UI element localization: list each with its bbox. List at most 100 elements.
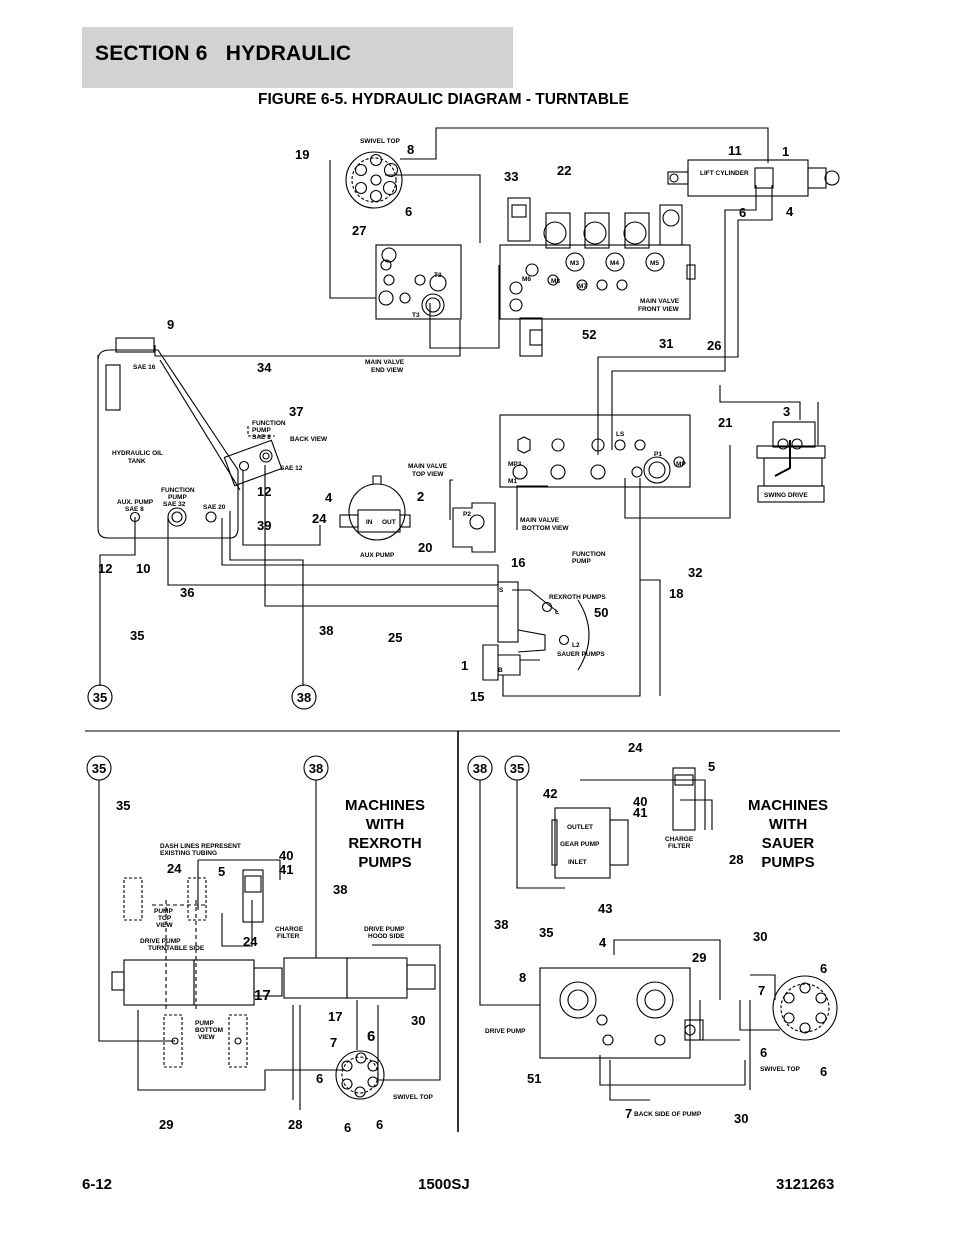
charge-filter-left-l1: CHARGE [275, 926, 304, 933]
main-valve-top-view [452, 502, 496, 553]
callout-6: 6 [405, 204, 412, 219]
oil-tank-sublabel: TANK [128, 458, 146, 465]
callout-10: 10 [136, 561, 150, 576]
callout-27: 27 [352, 223, 366, 238]
callout-6: 6 [760, 1045, 767, 1060]
pump-bottom-view-l1: PUMP [195, 1020, 214, 1027]
callout-19: 19 [295, 147, 309, 162]
callout-25: 25 [388, 630, 402, 645]
footer-page-number: 6-12 [82, 1176, 113, 1193]
aux-pump-label: AUX PUMP [360, 552, 395, 559]
drive-pump-hood-l1: DRIVE PUMP [364, 926, 405, 933]
callout-24: 24 [628, 740, 643, 755]
callout-33: 33 [504, 169, 518, 184]
aux-out-label: OUT [382, 519, 396, 526]
ref-circle-38: 38 [309, 761, 323, 776]
callout-42: 42 [543, 786, 557, 801]
aux-pump-sae8-l1: AUX. PUMP [117, 499, 154, 506]
callout-6: 6 [376, 1117, 383, 1132]
main-valve-front-label: MAIN VALVE [640, 298, 680, 305]
port-m5: M5 [650, 260, 659, 267]
pump-bottom-view-l2: BOTTOM [195, 1027, 223, 1034]
sauer-pumps-label: SAUER PUMPS [557, 651, 605, 658]
ref-circle-35: 35 [510, 761, 524, 776]
callout-32: 32 [688, 565, 702, 580]
callout-11: 11 [728, 143, 742, 158]
callout-30: 30 [734, 1111, 748, 1126]
outlet-label: OUTLET [567, 824, 593, 831]
inlet-label: INLET [568, 859, 587, 866]
main-valve-bottom-label: MAIN VALVE [520, 517, 560, 524]
sauer-pump-assembly [539, 767, 838, 1059]
callout-6: 6 [820, 1064, 827, 1079]
function-pump-back-view [223, 426, 283, 487]
port-mp: MP [676, 461, 686, 468]
callout-15: 15 [470, 689, 484, 704]
callout-39: 39 [257, 518, 271, 533]
callout-5: 5 [218, 864, 225, 879]
drive-pump-turntable-l1: DRIVE PUMP [140, 938, 181, 945]
sae12-label: SAE 12 [280, 465, 303, 472]
callout-34: 34 [257, 360, 272, 375]
function-pump-back-l3: SAE 8 [252, 434, 271, 441]
port-m8: M8 [551, 278, 560, 285]
lift-cylinder [667, 159, 840, 197]
rexroth-pump-assembly [111, 869, 436, 1100]
callout-35: 35 [130, 628, 144, 643]
aux-in-label: IN [366, 519, 373, 526]
callout-6: 6 [316, 1071, 323, 1086]
port-ls: LS [616, 431, 625, 438]
port-t3: T3 [412, 312, 420, 319]
rexroth-pumps-label: REXROTH PUMPS [549, 594, 606, 601]
callout-21: 21 [718, 415, 732, 430]
callout-5: 5 [708, 759, 715, 774]
main-valve-top-label: MAIN VALVE [408, 463, 448, 470]
charge-filter-right-l1: CHARGE [665, 836, 694, 843]
callout-18: 18 [669, 586, 683, 601]
ref-circle-38: 38 [473, 761, 487, 776]
port-m3: M3 [570, 260, 579, 267]
main-valve-front-view [499, 197, 696, 357]
gear-pump-label: GEAR PUMP [560, 841, 600, 848]
ref-circle-35: 35 [92, 761, 106, 776]
callout-1: 1 [461, 658, 468, 673]
callout-31: 31 [659, 336, 673, 351]
callout-12: 12 [257, 484, 271, 499]
function-pump-label-l1: FUNCTION [572, 551, 606, 558]
callout-20: 20 [418, 540, 432, 555]
drive-pump-hood-l2: HOOD SIDE [368, 933, 405, 940]
aux-pump-sae8-l2: SAE 8 [125, 506, 144, 513]
drive-pump-turntable-l2: TURNTABLE SIDE [148, 945, 205, 952]
aux-pump [339, 475, 411, 541]
callout-8: 8 [519, 970, 526, 985]
main-valve-end-label: MAIN VALVE [365, 359, 405, 366]
main-valve-bottom-view [499, 414, 691, 488]
charge-filter-right-l2: FILTER [668, 843, 691, 850]
reference-circles [86, 684, 530, 781]
callout-38: 38 [319, 623, 333, 638]
callout-4: 4 [599, 935, 607, 950]
sae16-label: SAE 16 [133, 364, 156, 371]
callout-24: 24 [243, 934, 258, 949]
callout-35: 35 [116, 798, 130, 813]
callout-24: 24 [167, 861, 182, 876]
callout-26: 26 [707, 338, 721, 353]
sauer-caption-l2: WITH [769, 816, 807, 833]
hydraulic-oil-tank [97, 337, 239, 539]
callout-28: 28 [288, 1117, 302, 1132]
sae20-label: SAE 20 [203, 504, 226, 511]
callout-38: 38 [333, 882, 347, 897]
callout-6: 6 [367, 1028, 375, 1045]
port-s: S [499, 587, 504, 594]
section-header-bar [82, 27, 513, 88]
port-m4: M4 [610, 260, 619, 267]
hose-lines-rexroth [98, 780, 441, 1110]
dash-lines-l2: EXISTING TUBING [160, 850, 217, 857]
callout-35: 35 [539, 925, 553, 940]
sauer-caption-l1: MACHINES [748, 797, 828, 814]
callout-2: 2 [417, 489, 424, 504]
callout-12: 12 [98, 561, 112, 576]
oil-tank-label: HYDRAULIC OIL [112, 450, 163, 457]
drive-pump-label: DRIVE PUMP [485, 1028, 526, 1035]
main-valve-top-sublabel: TOP VIEW [412, 471, 444, 478]
